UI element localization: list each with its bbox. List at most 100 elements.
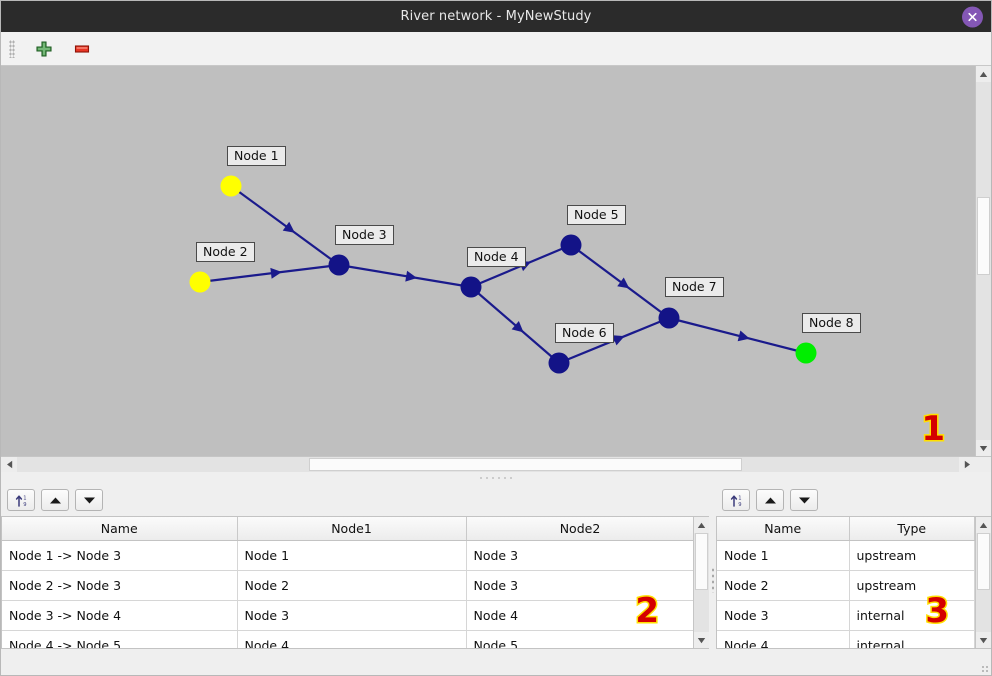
column-header-name[interactable]: Name xyxy=(717,517,850,541)
nodes-table-scrollbar[interactable] xyxy=(975,517,991,648)
nodes-move-up-icon[interactable] xyxy=(756,489,784,511)
links-scroll-down-icon[interactable] xyxy=(694,632,709,648)
canvas-hscroll-track[interactable] xyxy=(17,457,959,472)
scroll-left-icon[interactable] xyxy=(1,457,17,472)
canvas-horizontal-scrollbar[interactable] xyxy=(1,456,991,472)
svg-text:1: 1 xyxy=(738,495,741,501)
nodes-sort-ascending-icon[interactable]: 1 9 xyxy=(722,489,750,511)
table-cell[interactable]: upstream xyxy=(849,540,975,571)
column-header-name[interactable]: Name xyxy=(2,517,238,541)
nodes-scroll-track[interactable] xyxy=(976,533,991,632)
toolbar-grip[interactable] xyxy=(9,39,15,58)
svg-text:9: 9 xyxy=(738,502,741,508)
nodes-scroll-thumb[interactable] xyxy=(977,533,990,591)
links-scroll-thumb[interactable] xyxy=(695,533,708,591)
table-cell[interactable]: Node 4 xyxy=(237,630,467,648)
graph-node-label[interactable]: Node 8 xyxy=(802,313,861,334)
table-cell[interactable]: Node 3 xyxy=(237,600,467,631)
graph-link[interactable] xyxy=(470,286,560,364)
table-cell[interactable]: Node 4 xyxy=(466,600,693,631)
nodes-scroll-down-icon[interactable] xyxy=(976,632,991,648)
network-canvas[interactable]: Node 1 Node 2 Node 3 Node 4 Node 5 Node 6 Node… xyxy=(1,66,975,456)
close-icon[interactable] xyxy=(962,6,983,27)
resize-grip[interactable] xyxy=(981,665,989,673)
graph-link[interactable] xyxy=(230,185,340,266)
graph-node[interactable] xyxy=(328,254,350,276)
graph-node[interactable] xyxy=(460,276,482,298)
graph-link[interactable] xyxy=(338,263,472,289)
graph-link[interactable] xyxy=(668,316,807,355)
graph-link[interactable] xyxy=(558,316,670,365)
column-header-node1[interactable]: Node1 xyxy=(237,517,467,541)
graph-node[interactable] xyxy=(795,342,817,364)
canvas-vertical-scrollbar[interactable] xyxy=(975,66,991,456)
horizontal-splitter[interactable] xyxy=(1,472,991,484)
graph-node-label[interactable]: Node 5 xyxy=(567,205,626,226)
graph-node-label[interactable]: Node 2 xyxy=(196,242,255,263)
table-cell[interactable]: Node 3 xyxy=(466,540,693,571)
table-cell[interactable]: Node 3 -> Node 4 xyxy=(2,600,238,631)
table-cell[interactable]: Node 4 xyxy=(717,630,850,648)
table-cell[interactable]: internal xyxy=(849,600,975,631)
graph-node[interactable] xyxy=(220,175,242,197)
table-cell[interactable]: Node 1 xyxy=(237,540,467,571)
table-cell[interactable]: internal xyxy=(849,630,975,648)
column-header-node2[interactable]: Node2 xyxy=(466,517,693,541)
canvas-vscroll-thumb[interactable] xyxy=(977,196,990,276)
links-scroll-track[interactable] xyxy=(694,533,709,632)
graph-node-label[interactable]: Node 3 xyxy=(335,225,394,246)
links-sort-ascending-icon[interactable]: 1 9 xyxy=(7,489,35,511)
graph-node[interactable] xyxy=(560,234,582,256)
links-move-down-icon[interactable] xyxy=(75,489,103,511)
graph-node-label[interactable]: Node 4 xyxy=(467,247,526,268)
table-cell[interactable]: Node 2 -> Node 3 xyxy=(2,570,238,601)
table-cell[interactable]: upstream xyxy=(849,570,975,601)
window-title: River network - MyNewStudy xyxy=(400,9,592,24)
column-header-type[interactable]: Type xyxy=(849,517,975,541)
table-cell[interactable]: Node 2 xyxy=(237,570,467,601)
graph-node-label[interactable]: Node 7 xyxy=(665,277,724,298)
table-cell[interactable]: Node 4 -> Node 5 xyxy=(2,630,238,648)
canvas-vscroll-track[interactable] xyxy=(976,82,991,440)
nodes-move-down-icon[interactable] xyxy=(790,489,818,511)
vertical-splitter[interactable] xyxy=(709,484,716,675)
graph-link[interactable] xyxy=(199,263,340,284)
red-minus-icon[interactable] xyxy=(71,38,93,60)
links-table-scrollbar[interactable] xyxy=(693,517,709,648)
table-cell[interactable]: Node 1 -> Node 3 xyxy=(2,540,238,571)
scroll-right-icon[interactable] xyxy=(959,457,975,472)
table-cell[interactable]: Node 3 xyxy=(466,570,693,601)
nodes-toolbar: 1 9 xyxy=(716,484,991,516)
nodes-scroll-up-icon[interactable] xyxy=(976,517,991,533)
graph-node-label[interactable]: Node 6 xyxy=(555,323,614,344)
table-cell[interactable]: Node 3 xyxy=(717,600,850,631)
scroll-up-icon[interactable] xyxy=(976,66,991,82)
links-scroll-up-icon[interactable] xyxy=(694,517,709,533)
green-plus-icon[interactable] xyxy=(33,38,55,60)
graph-node[interactable] xyxy=(658,307,680,329)
graph-node[interactable] xyxy=(548,352,570,374)
table-cell[interactable]: Node 2 xyxy=(717,570,850,601)
links-pane-footer xyxy=(1,649,709,675)
table-cell[interactable]: Node 1 xyxy=(717,540,850,571)
graph-node-label[interactable]: Node 1 xyxy=(227,146,286,167)
graph-link[interactable] xyxy=(570,244,670,319)
scroll-down-icon[interactable] xyxy=(976,440,991,456)
graph-node[interactable] xyxy=(189,271,211,293)
canvas-hscroll-thumb[interactable] xyxy=(309,458,743,471)
table-cell[interactable]: Node 5 xyxy=(466,630,693,648)
links-move-up-icon[interactable] xyxy=(41,489,69,511)
